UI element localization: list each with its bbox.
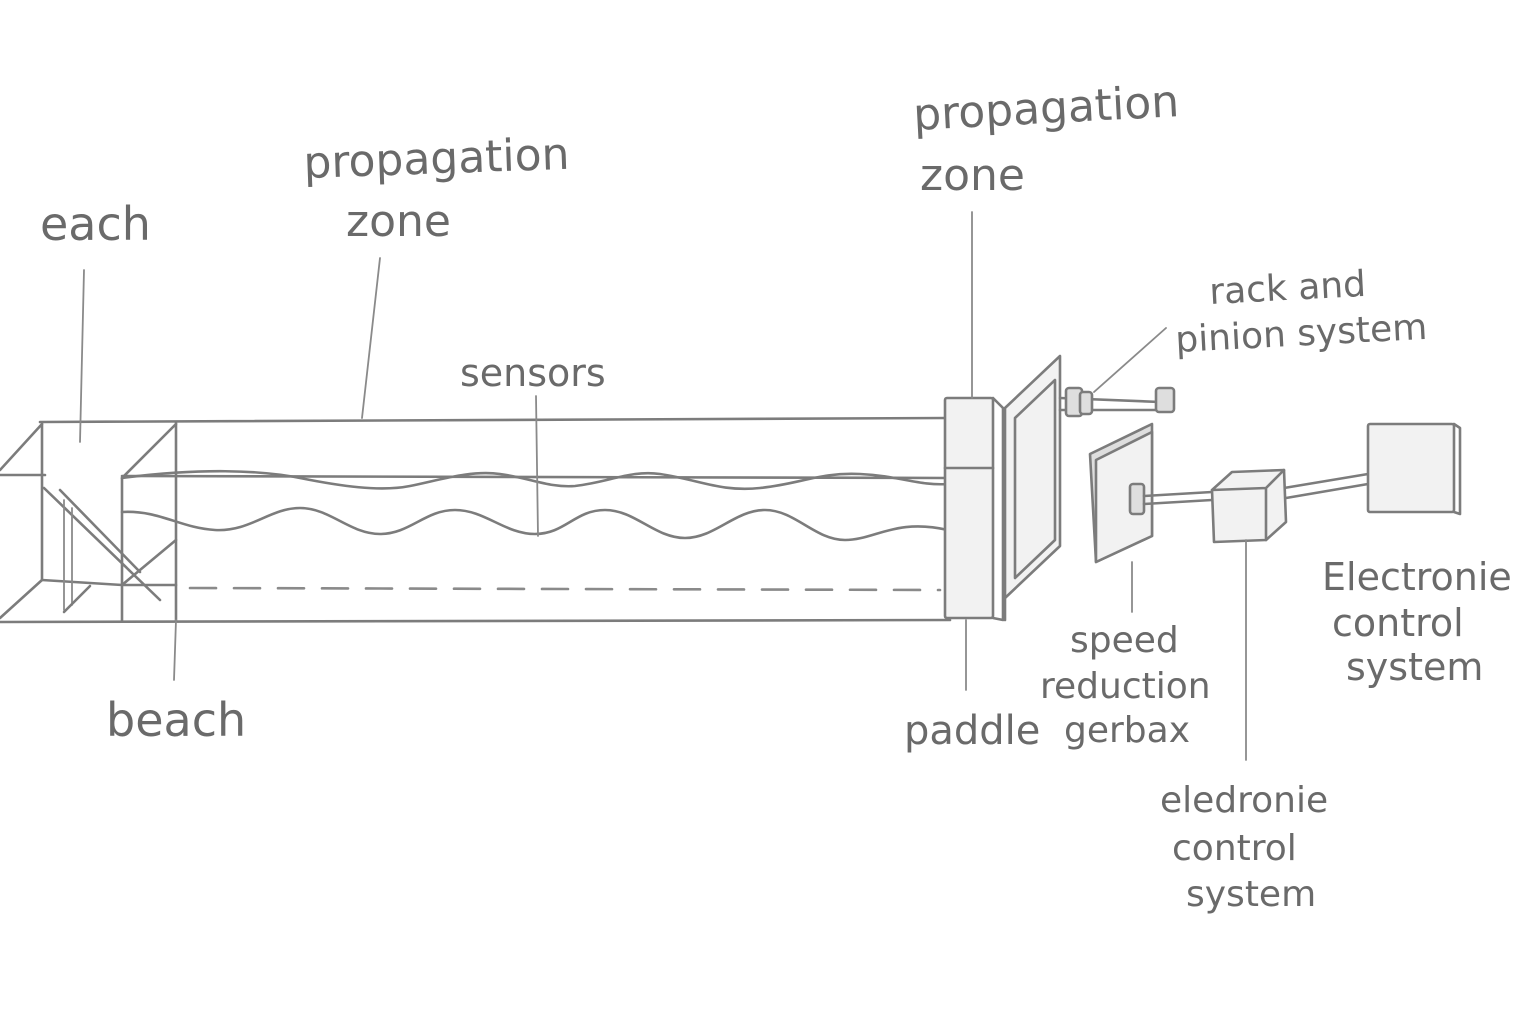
paddle-assembly: [945, 356, 1060, 620]
label-sensors: sensors: [460, 351, 606, 395]
electronic-control-box-small: [1212, 470, 1286, 542]
paddle-housing: [945, 398, 993, 618]
label-rack-and-pinion-1: rack and: [1208, 264, 1367, 313]
gearbox: [1090, 424, 1152, 562]
wave-tank: [0, 418, 950, 622]
wave-lines: [122, 471, 948, 540]
label-paddle: paddle: [904, 708, 1040, 754]
label-control-small-2: control: [1172, 828, 1297, 869]
label-control-small-1: eledronie: [1160, 780, 1328, 821]
label-gearbox-1: speed: [1070, 620, 1179, 661]
label-gearbox-2: reduction: [1040, 666, 1211, 707]
labels: each propagation zone sensors propagatio…: [40, 76, 1512, 915]
label-each: each: [40, 197, 151, 251]
label-beach: beach: [106, 693, 246, 747]
label-propagation-zone-left-2: zone: [346, 196, 451, 247]
label-control-small-3: system: [1186, 874, 1316, 915]
label-propagation-zone-right-2: zone: [920, 150, 1025, 201]
label-propagation-zone-left-1: propagation: [303, 129, 571, 189]
label-rack-and-pinion-2: pinion system: [1174, 307, 1428, 361]
label-control-large-2: control: [1332, 601, 1464, 645]
rack-and-pinion: [1060, 388, 1174, 416]
label-control-large-1: Electronie: [1322, 555, 1512, 599]
label-gearbox-3: gerbax: [1064, 710, 1190, 751]
label-propagation-zone-right-1: propagation: [912, 76, 1180, 141]
electronic-control-box-large: [1368, 424, 1460, 514]
beach-section: [42, 422, 176, 620]
label-control-large-3: system: [1346, 645, 1483, 689]
